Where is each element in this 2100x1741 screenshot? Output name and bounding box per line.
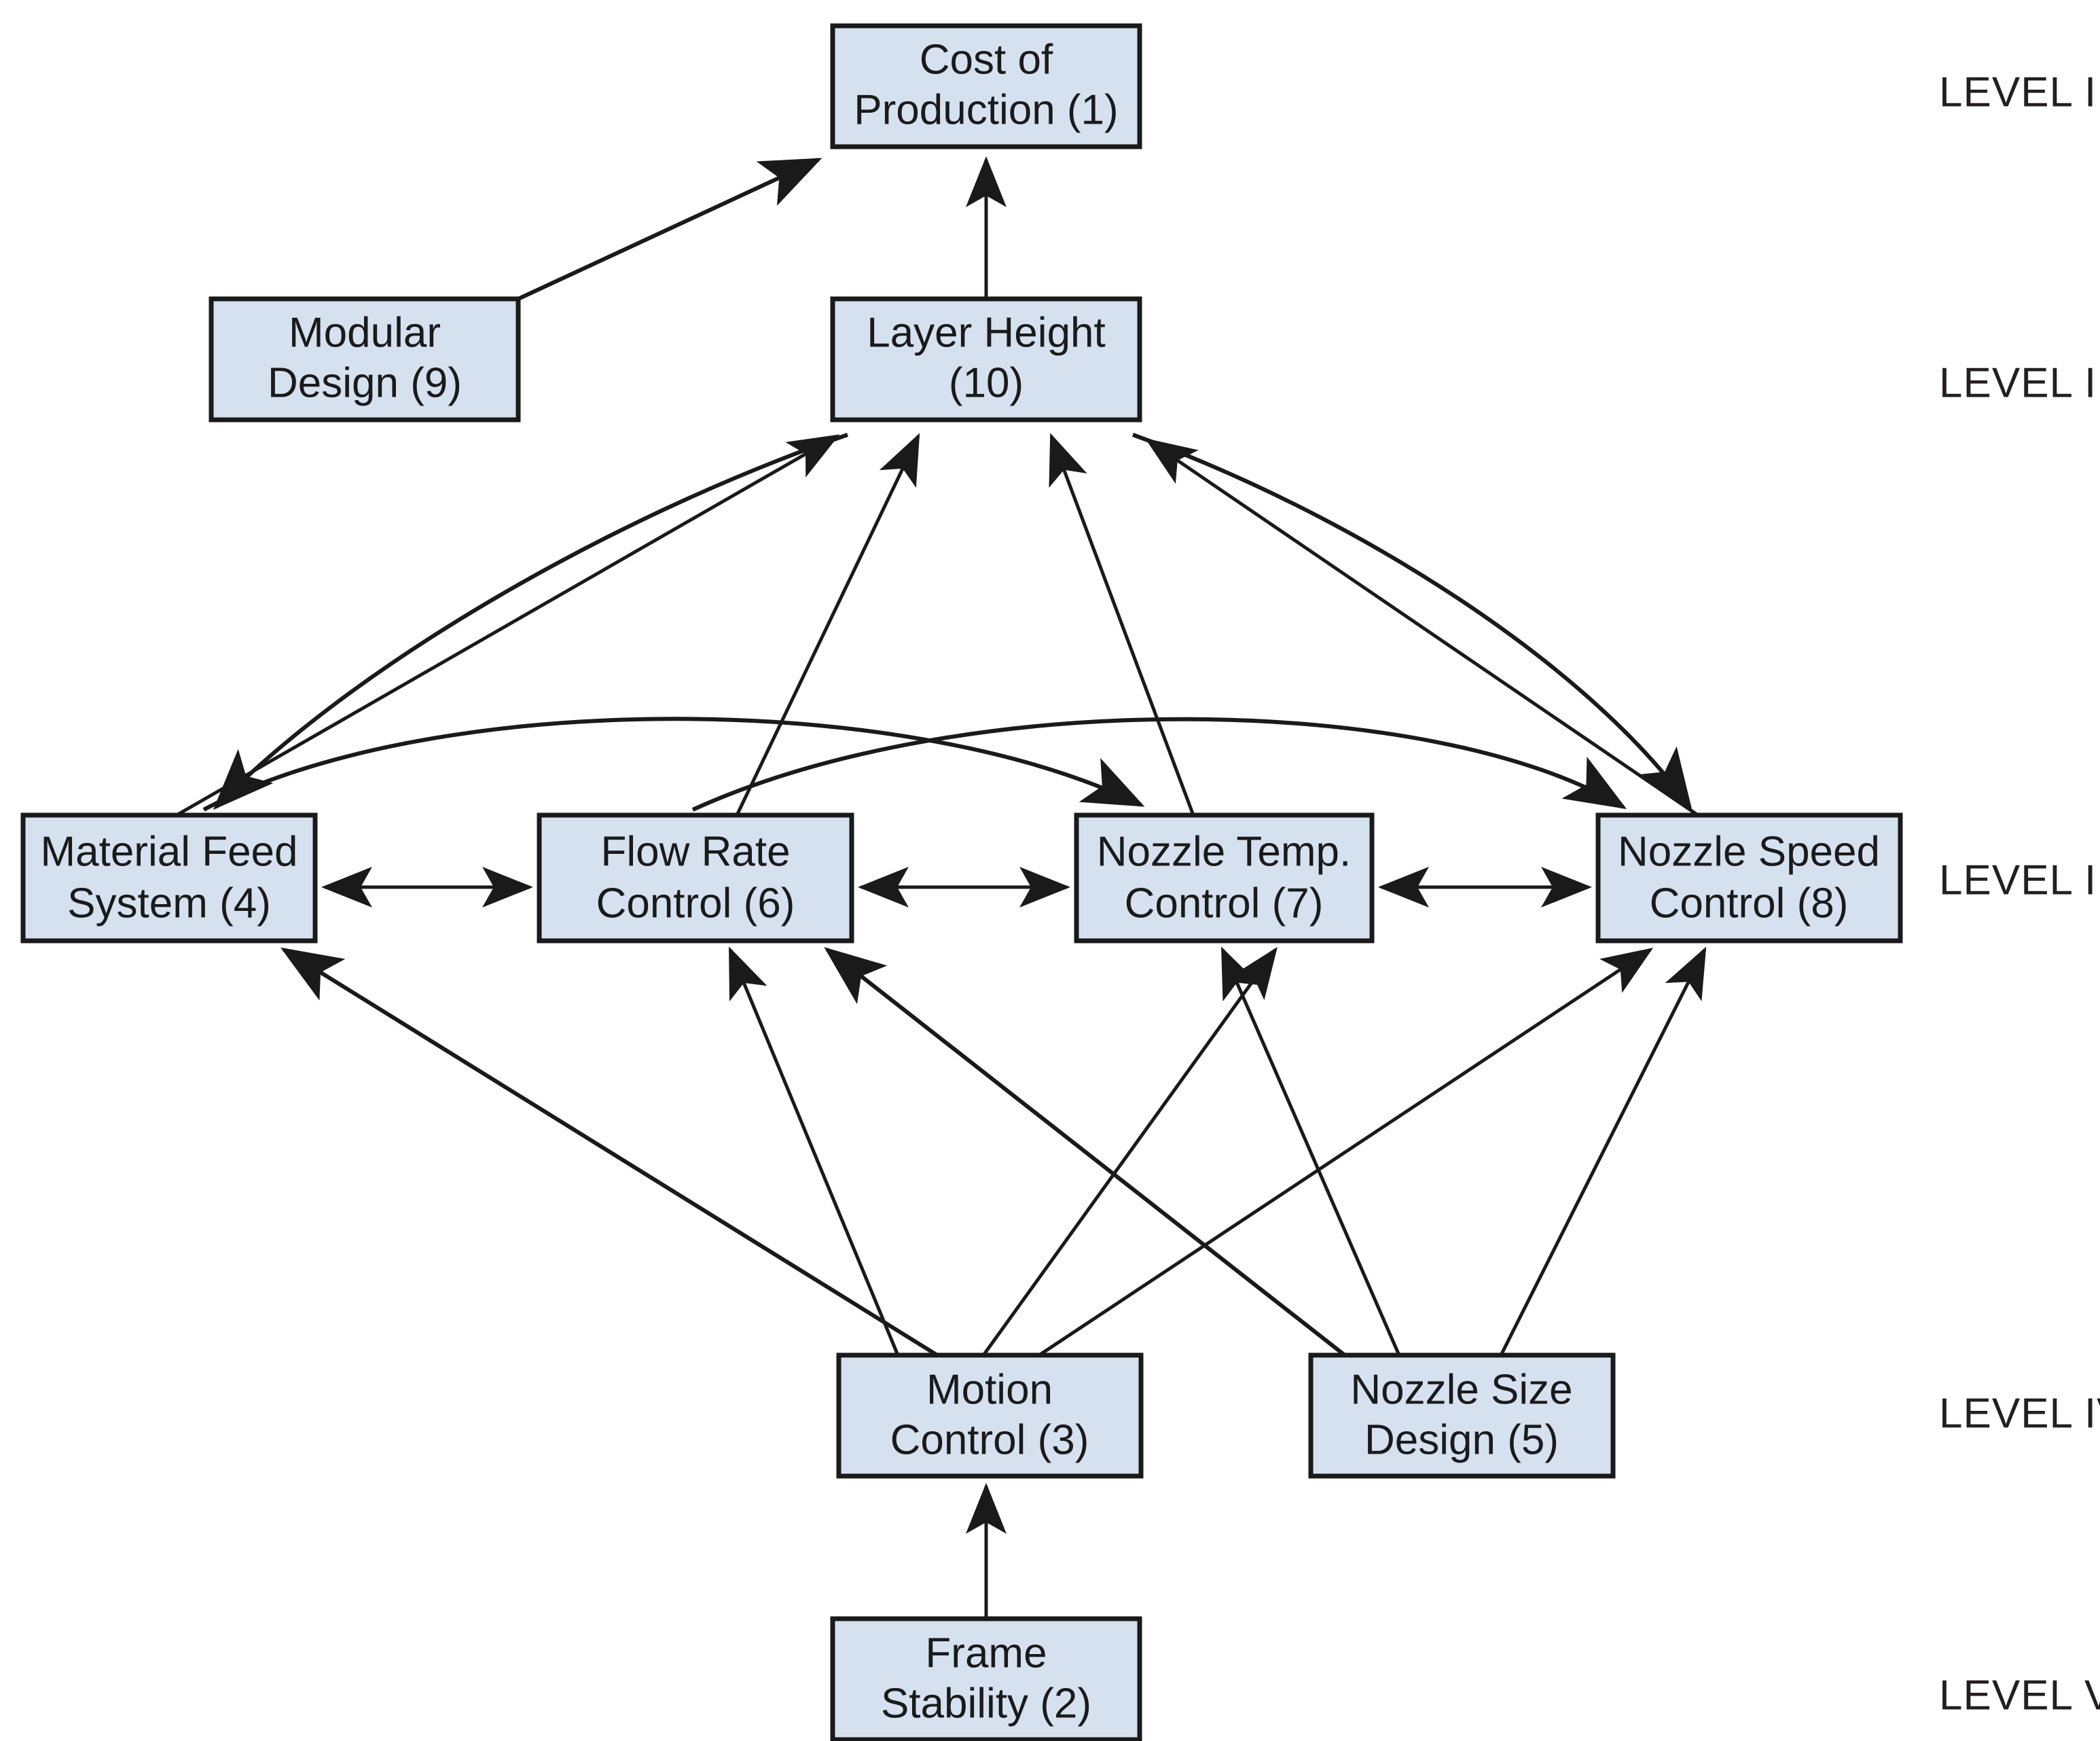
edge-9-to-1 [517,158,822,301]
node-material-feed-system[interactable]: Material Feed System (4) [20,812,318,944]
node-cost-of-production[interactable]: Cost of Production (1) [830,23,1142,149]
edge-4-to-7-arc [202,717,1145,812]
edge-3-to-4 [280,947,939,1357]
node-label-line1: Motion [926,1366,1053,1413]
node-label-line2: Stability (2) [881,1680,1091,1727]
edge-5-to-7 [1220,946,1401,1356]
edge-10-to-8-arc [1132,433,1692,810]
node-flow-rate-control[interactable]: Flow Rate Control (6) [537,812,854,944]
edge-6-to-8-arc [691,717,1627,812]
node-label-line2: System (4) [67,880,271,927]
edge-3-to-8 [1038,948,1654,1357]
node-box[interactable] [209,296,521,423]
node-label-line1: Nozzle Speed [1618,828,1880,875]
node-box[interactable] [20,812,318,944]
node-nozzle-temp-control[interactable]: Nozzle Temp. Control (7) [1074,812,1375,944]
node-label-line1: Nozzle Size [1350,1366,1572,1413]
edge-5-to-8 [1499,946,1707,1357]
level-label-iv: LEVEL IV [1939,1390,2100,1437]
node-label-line2: Control (8) [1650,880,1849,927]
node-nozzle-size-design[interactable]: Nozzle Size Design (5) [1308,1352,1616,1479]
node-label-line1: Modular [289,309,441,356]
node-label-line2: Control (7) [1125,880,1324,927]
level-label-i: LEVEL I [1939,69,2097,115]
node-label-line2: Design (9) [268,359,462,406]
node-box[interactable] [830,1616,1142,1741]
node-layer-height[interactable]: Layer Height (10) [830,296,1142,423]
edge-3-to-6 [728,946,900,1356]
node-box[interactable] [1308,1352,1616,1479]
node-label-line1: Material Feed [40,828,297,875]
node-label-line2: Control (6) [596,880,795,927]
node-box[interactable] [1074,812,1375,944]
level-label-v: LEVEL V [1939,1672,2100,1719]
level-label-ii: LEVEL II [1939,359,2100,406]
node-box[interactable] [836,1352,1144,1479]
node-label-line1: Flow Rate [600,828,790,875]
node-label-line1: Nozzle Temp. [1097,828,1351,875]
node-box[interactable] [537,812,854,944]
node-motion-control[interactable]: Motion Control (3) [836,1352,1144,1479]
node-box[interactable] [830,23,1142,149]
edge-5-to-6 [824,947,1346,1357]
node-frame-stability[interactable]: Frame Stability (2) [830,1616,1142,1741]
node-box[interactable] [830,296,1142,423]
edge-layer [175,156,1707,1619]
node-label-line1: Frame [925,1630,1047,1676]
node-nozzle-speed-control[interactable]: Nozzle Speed Control (8) [1595,812,1903,944]
level-label-iii: LEVEL III [1939,857,2100,903]
node-box[interactable] [1595,812,1903,944]
edge-8-to-10 [1144,438,1699,817]
edge-4-to-10 [175,434,840,817]
node-label-line1: Cost of [920,36,1053,83]
edge-6-to-10 [735,433,920,816]
node-label-line2: (10) [949,359,1024,406]
node-layer: Cost of Production (1) Modular Design (9… [20,23,1903,1741]
level-label-layer: LEVEL I LEVEL II LEVEL III LEVEL IV LEVE… [1939,69,2100,1719]
node-label-line1: Layer Height [867,309,1106,356]
edge-10-to-4-arc [213,433,848,810]
node-modular-design[interactable]: Modular Design (9) [209,296,521,423]
node-label-line2: Production (1) [854,86,1118,133]
node-label-line2: Design (5) [1364,1416,1559,1463]
node-label-line2: Control (3) [890,1416,1089,1463]
edge-3-to-7 [981,946,1278,1357]
edge-7-to-10 [1049,433,1195,816]
